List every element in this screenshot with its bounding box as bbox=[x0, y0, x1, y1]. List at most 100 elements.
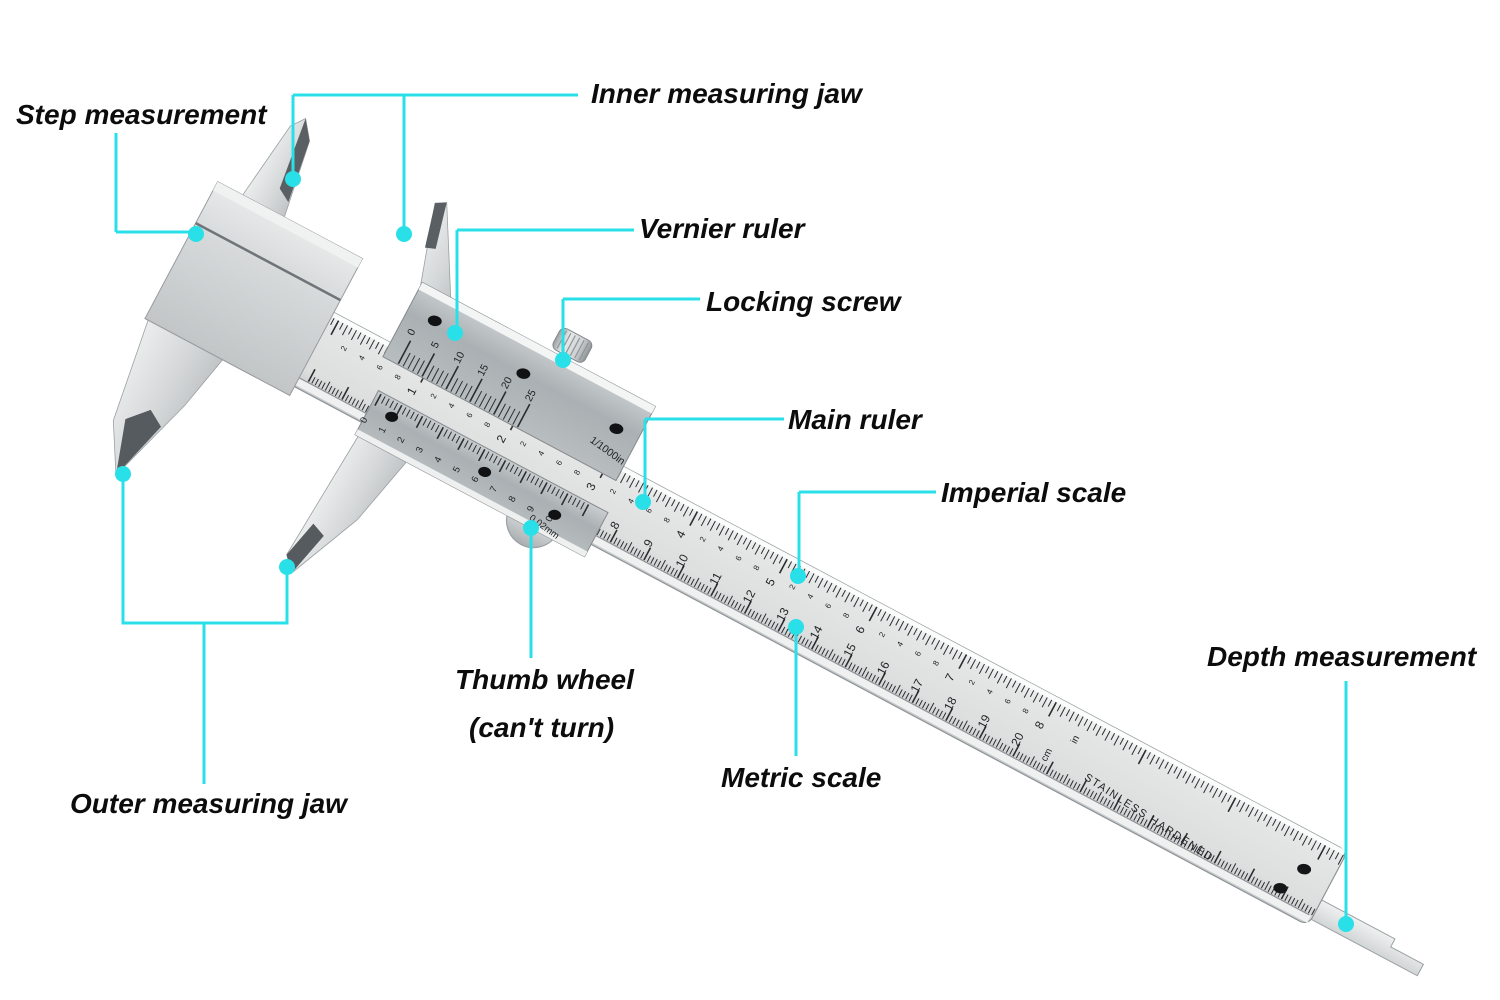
svg-text:16: 16 bbox=[874, 659, 893, 678]
slider-screw bbox=[385, 411, 399, 422]
label-metric-scale: Metric scale bbox=[721, 762, 882, 793]
callout-dot bbox=[788, 619, 804, 635]
slider-screw bbox=[427, 315, 442, 327]
leader-thumb bbox=[523, 520, 539, 658]
label-imperial-scale: Imperial scale bbox=[941, 477, 1127, 508]
svg-text:7: 7 bbox=[488, 484, 500, 494]
slider-screw bbox=[478, 466, 492, 477]
svg-text:3: 3 bbox=[414, 445, 426, 455]
depth-rod bbox=[1300, 893, 1425, 977]
svg-text:10: 10 bbox=[673, 552, 692, 571]
svg-text:1: 1 bbox=[377, 425, 389, 435]
callout-dot bbox=[285, 171, 301, 187]
movable-inner-jaw-edge bbox=[424, 202, 447, 249]
svg-text:2: 2 bbox=[608, 487, 618, 496]
svg-text:15: 15 bbox=[840, 641, 859, 660]
step-edge-line bbox=[195, 222, 342, 302]
leader-metric bbox=[788, 619, 804, 756]
label-vernier-ruler: Vernier ruler bbox=[639, 213, 805, 244]
leader-step bbox=[114, 133, 204, 242]
svg-text:8: 8 bbox=[662, 516, 672, 525]
slider-screw bbox=[609, 423, 624, 434]
label-depth-measurement: Depth measurement bbox=[1207, 641, 1477, 672]
callout-dot bbox=[115, 466, 131, 482]
label-locking-screw: Locking screw bbox=[706, 286, 901, 317]
svg-text:2: 2 bbox=[339, 344, 349, 353]
svg-text:2: 2 bbox=[698, 535, 708, 544]
movable-outer-jaw-edge bbox=[286, 523, 324, 574]
callout-dot bbox=[790, 568, 806, 584]
leader-imperial bbox=[790, 490, 936, 584]
svg-text:4: 4 bbox=[716, 544, 726, 553]
svg-text:6: 6 bbox=[913, 649, 923, 658]
svg-text:8: 8 bbox=[841, 611, 851, 620]
svg-text:13: 13 bbox=[773, 605, 792, 624]
svg-text:25: 25 bbox=[523, 388, 539, 404]
svg-text:8: 8 bbox=[507, 494, 519, 504]
svg-text:4: 4 bbox=[626, 497, 636, 506]
leader-depth bbox=[1338, 681, 1354, 932]
beam-screw bbox=[1297, 863, 1312, 875]
svg-text:8: 8 bbox=[572, 468, 582, 477]
svg-text:6: 6 bbox=[823, 601, 833, 610]
svg-text:8: 8 bbox=[482, 420, 492, 429]
callout-dot bbox=[523, 520, 539, 536]
svg-text:4: 4 bbox=[536, 449, 546, 458]
label-thumb-wheel: Thumb wheel bbox=[455, 664, 634, 695]
svg-text:9: 9 bbox=[525, 504, 537, 514]
svg-text:4: 4 bbox=[432, 455, 444, 465]
main-beam bbox=[180, 253, 1345, 924]
slider-screw bbox=[548, 509, 562, 520]
label-main-ruler: Main ruler bbox=[788, 404, 922, 435]
fixed-outer-jaw-edge bbox=[115, 409, 162, 476]
callout-dot bbox=[279, 559, 295, 575]
svg-text:19: 19 bbox=[975, 712, 994, 731]
svg-text:8: 8 bbox=[1021, 706, 1031, 715]
svg-text:5: 5 bbox=[429, 339, 442, 350]
svg-text:2: 2 bbox=[395, 435, 407, 445]
svg-text:8: 8 bbox=[752, 563, 762, 572]
svg-text:20: 20 bbox=[499, 375, 515, 391]
label-thumb-wheel-note: (can't turn) bbox=[469, 712, 615, 743]
leader-vernier bbox=[447, 228, 634, 341]
callout-dot bbox=[447, 325, 463, 341]
callout-leader-lines bbox=[114, 93, 1354, 932]
svg-text:4: 4 bbox=[895, 640, 905, 649]
svg-text:2: 2 bbox=[429, 392, 439, 401]
svg-text:2: 2 bbox=[518, 439, 528, 448]
svg-text:5: 5 bbox=[451, 465, 463, 475]
svg-text:4: 4 bbox=[447, 401, 457, 410]
svg-text:4: 4 bbox=[985, 687, 995, 696]
beam-screw bbox=[1273, 882, 1288, 894]
svg-text:12: 12 bbox=[740, 587, 759, 606]
svg-text:6: 6 bbox=[375, 363, 385, 372]
svg-text:8: 8 bbox=[931, 659, 941, 668]
svg-text:6: 6 bbox=[644, 506, 654, 515]
svg-text:14: 14 bbox=[807, 623, 826, 642]
svg-text:0: 0 bbox=[544, 514, 556, 524]
svg-text:17: 17 bbox=[908, 676, 927, 695]
svg-text:2: 2 bbox=[877, 630, 887, 639]
callout-dot bbox=[555, 352, 571, 368]
svg-text:4: 4 bbox=[805, 592, 815, 601]
leader-locking bbox=[555, 297, 700, 368]
svg-text:0: 0 bbox=[358, 415, 370, 425]
callout-dot bbox=[188, 226, 204, 242]
svg-text:4: 4 bbox=[357, 353, 367, 362]
svg-text:18: 18 bbox=[941, 694, 960, 713]
label-step-measurement: Step measurement bbox=[16, 99, 267, 130]
svg-text:10: 10 bbox=[451, 350, 467, 366]
svg-text:2: 2 bbox=[967, 678, 977, 687]
leader-main bbox=[635, 417, 784, 510]
label-inner-measuring-jaw: Inner measuring jaw bbox=[591, 78, 862, 109]
svg-text:6: 6 bbox=[554, 458, 564, 467]
svg-text:6: 6 bbox=[465, 411, 475, 420]
vernier-caliper: 1234567824682468246824682468246824682468… bbox=[112, 117, 1425, 977]
callout-dot bbox=[1338, 916, 1354, 932]
svg-text:6: 6 bbox=[469, 475, 481, 485]
svg-text:8: 8 bbox=[393, 372, 403, 381]
